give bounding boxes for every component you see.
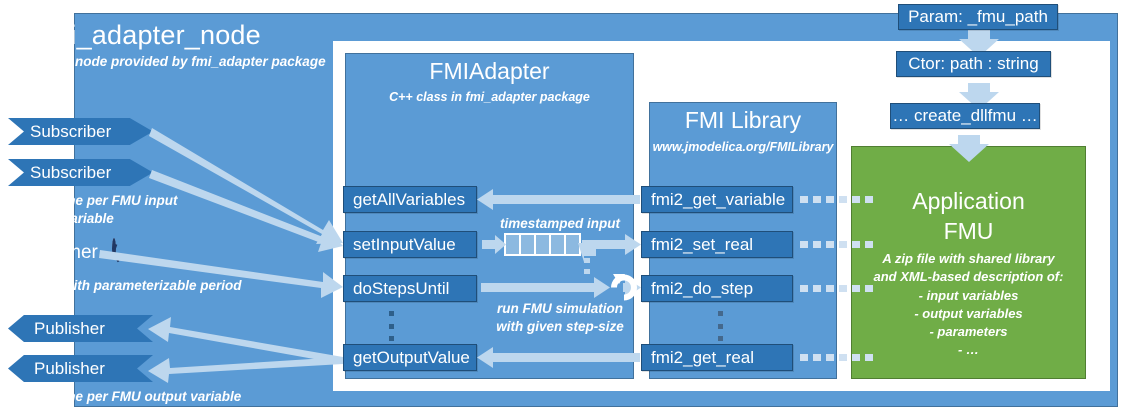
application-fmu-bullet-0: - input variables (918, 288, 1019, 303)
publisher-0[interactable]: Publisher (8, 315, 153, 342)
create-dllfmu-box[interactable]: … create_dllfmu … (890, 103, 1040, 129)
param-box-fmu-path[interactable]: Param: _fmu_path (898, 4, 1058, 30)
application-fmu-desc-line2: and XML-based description of: (873, 269, 1064, 284)
application-fmu-bullet-3: - … (958, 342, 979, 357)
fmi-function-set-real[interactable]: fmi2_set_real (641, 231, 793, 258)
clock-icon (112, 238, 116, 259)
subscriber-note: ... one per FMU input variable (44, 192, 234, 228)
ctor-box-path-string[interactable]: Ctor: path : string (896, 51, 1051, 77)
application-fmu-bullet-1: - output variables (914, 306, 1023, 321)
fmi-function-get-real[interactable]: fmi2_get_real (641, 344, 793, 371)
dotted-link-get-variable (800, 196, 873, 203)
loop-caption-line2: with given step-size (496, 319, 624, 334)
method-do-steps-until[interactable]: doStepsUntil (343, 275, 477, 302)
publisher-1[interactable]: Publisher (8, 355, 153, 382)
input-value-buffer (504, 233, 581, 256)
timer-label: Timer (50, 242, 98, 263)
timer-group: Timer (50, 238, 180, 270)
application-fmu-panel (851, 146, 1086, 379)
application-fmu-title-line1: Application (912, 188, 1025, 214)
node-subtitle: ROS node provided by fmi_adapter package (42, 54, 326, 69)
fmiadapter-title: FMIAdapter (429, 58, 550, 84)
subscriber-note-line1: ... one per FMU input variable (44, 193, 178, 227)
dotted-link-get-real (800, 354, 873, 361)
method-get-all-variables[interactable]: getAllVariables (343, 186, 477, 213)
loop-caption-line1: run FMU simulation (497, 301, 623, 316)
fmilibrary-ellipsis (717, 311, 723, 341)
dotted-link-set-real (800, 241, 873, 248)
fmiadapter-subtitle: C++ class in fmi_adapter package (389, 90, 590, 104)
dotted-link-do-step (800, 285, 873, 292)
page-title: fmi_adapter_node (40, 20, 261, 50)
subscriber-1[interactable]: Subscriber (8, 159, 153, 186)
fmi-function-get-variable[interactable]: fmi2_get_variable (641, 186, 793, 213)
fmilibrary-subtitle: www.jmodelica.org/FMILibrary (652, 140, 834, 154)
method-get-output-value[interactable]: getOutputValue (343, 344, 477, 371)
fmi-function-do-step[interactable]: fmi2_do_step (641, 275, 793, 302)
application-fmu-desc-line1: A zip file with shared library (882, 251, 1055, 266)
fmilibrary-title: FMI Library (684, 107, 802, 133)
adapter-ellipsis (388, 311, 394, 341)
publisher-note: ... one per FMU output variable (44, 389, 242, 404)
method-set-input-value[interactable]: setInputValue (343, 231, 477, 258)
subscriber-0[interactable]: Subscriber (8, 118, 153, 145)
application-fmu-title-line2: FMU (943, 218, 994, 244)
timer-note: ... with parameterizable period (48, 278, 242, 293)
application-fmu-bullet-2: - parameters (929, 324, 1008, 339)
